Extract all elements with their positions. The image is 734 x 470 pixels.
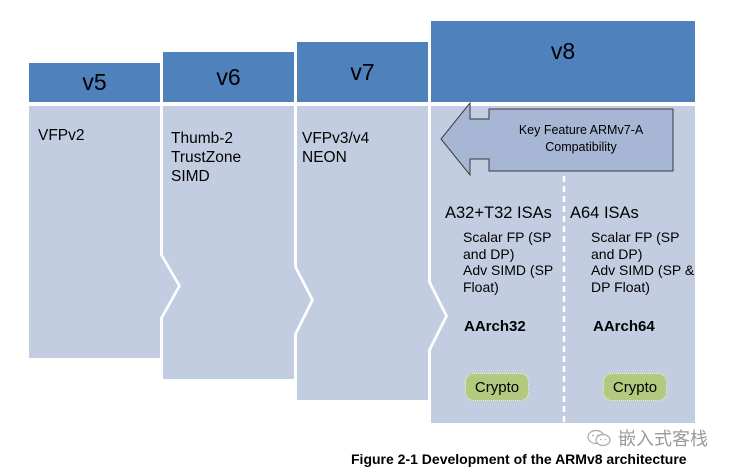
header-v5: v5 xyxy=(29,63,160,102)
header-v7: v7 xyxy=(297,42,428,102)
watermark: 嵌入式客栈 xyxy=(586,425,708,451)
aarch32-label: AArch32 xyxy=(464,318,526,335)
crypto-label: Crypto xyxy=(612,378,658,396)
crypto-badge-aarch64: Crypto xyxy=(603,373,667,401)
header-v5-label: v5 xyxy=(82,69,107,95)
watermark-text: 嵌入式客栈 xyxy=(618,429,708,449)
compat-arrow-line1: Key Feature ARMv7-A xyxy=(518,123,644,137)
v7-body xyxy=(297,106,445,400)
v5-features: VFPv2 xyxy=(38,127,85,144)
v5-body xyxy=(29,106,178,358)
compat-arrow-line2: Compatibility xyxy=(545,140,617,154)
compat-arrow-label: Key Feature ARMv7-A Compatibility xyxy=(489,122,673,156)
v7-features: VFPv3/v4 NEON xyxy=(302,130,370,166)
header-v6-label: v6 xyxy=(216,63,241,90)
v6-body xyxy=(163,106,311,379)
v8-body xyxy=(431,106,695,423)
aarch64-label: AArch64 xyxy=(593,318,655,335)
header-v8-label: v8 xyxy=(550,38,576,64)
a64-title: A64 ISAs xyxy=(570,204,639,222)
v6-features: Thumb-2 TrustZone SIMD xyxy=(171,130,242,185)
header-v8: v8 xyxy=(431,21,695,102)
figure-caption: Figure 2-1 Development of the ARMv8 arch… xyxy=(351,451,687,467)
header-v7-label: v7 xyxy=(350,58,375,85)
a32-t32-features: Scalar FP (SP and DP) Adv SIMD (SP Float… xyxy=(463,229,554,295)
crypto-badge-aarch32: Crypto xyxy=(465,373,529,401)
crypto-label: Crypto xyxy=(474,378,520,396)
a64-features: Scalar FP (SP and DP) Adv SIMD (SP & DP … xyxy=(591,229,695,295)
compat-arrow-shape xyxy=(440,101,674,177)
header-v6: v6 xyxy=(163,52,294,102)
a32-t32-title: A32+T32 ISAs xyxy=(445,204,552,222)
wechat-icon xyxy=(587,429,611,447)
